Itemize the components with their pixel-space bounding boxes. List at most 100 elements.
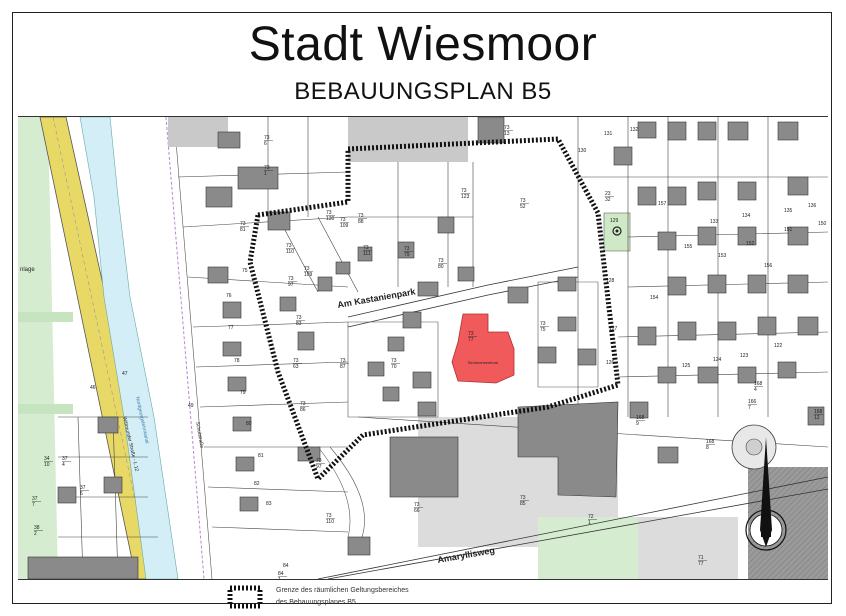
svg-text:49: 49 [188,403,194,409]
legend-line-1: Grenze des räumlichen Geltungsbereiches [276,587,409,594]
svg-text:126: 126 [606,360,615,366]
buildings [27,117,825,579]
svg-text:136: 136 [808,203,817,209]
canal [79,117,179,579]
svg-text:123: 123 [740,353,749,359]
svg-text:78: 78 [234,358,240,364]
legend-boundary-icon [227,585,263,609]
svg-text:129: 129 [610,218,619,224]
svg-text:135: 135 [784,208,793,214]
svg-text:157: 157 [658,201,667,207]
svg-text:79: 79 [240,390,246,396]
svg-text:134: 134 [742,213,751,219]
svg-text:152: 152 [746,241,755,247]
street-label-schulstrasse: Schulstraße [194,421,205,449]
svg-text:76: 76 [226,293,232,299]
green-strip [18,404,73,414]
svg-text:81: 81 [258,453,264,459]
svg-text:82: 82 [254,481,260,487]
map-subtitle: BEBAUUNGSPLAN B5 [294,78,552,105]
svg-text:150: 150 [818,221,827,227]
plan-boundary[interactable] [247,136,621,484]
svg-text:122: 122 [774,343,783,349]
seniorenzentrum-building[interactable] [451,313,515,384]
svg-text:127: 127 [609,326,618,332]
svg-text:75: 75 [242,268,248,274]
green-area-south [538,517,638,579]
svg-text:124: 124 [713,357,722,363]
map-svg: Seniorenzentrum Am Kastanienpark Amaryll… [18,117,828,579]
parcel-numbers: 75 76 77 78 79 80 81 82 83 84 46 47 49 1… [90,127,827,569]
svg-text:133: 133 [710,219,719,225]
svg-text:77: 77 [228,325,234,331]
svg-text:155: 155 [684,244,693,250]
svg-text:128: 128 [606,278,615,284]
svg-text:132: 132 [630,127,639,133]
building-label: Seniorenzentrum [468,360,499,365]
parcel-label: 841 [278,571,284,579]
green-area-west [18,117,58,579]
svg-text:131: 131 [604,131,613,137]
svg-text:46: 46 [90,385,96,391]
map-title: Stadt Wiesmoor [248,18,598,71]
svg-text:125: 125 [682,363,691,369]
north-arrow-icon: N [745,437,787,551]
svg-text:47: 47 [122,371,128,377]
svg-text:130: 130 [578,148,587,154]
svg-text:154: 154 [650,295,659,301]
legend-line-2: des Bebauungsplanes B5 [276,599,356,606]
legend-text: Grenze des räumlichen Geltungsbereiches … [276,585,409,609]
svg-text:80: 80 [246,421,252,427]
svg-text:156: 156 [764,263,773,269]
cadastral-map[interactable]: Seniorenzentrum Am Kastanienpark Amaryll… [18,116,828,580]
svg-text:153: 153 [718,253,727,259]
label-anlage: nlage [20,267,35,273]
svg-text:84: 84 [283,563,289,569]
svg-text:151: 151 [784,227,793,233]
green-strip [18,312,73,322]
plot-zone [348,117,468,162]
svg-text:N: N [760,521,773,541]
svg-text:83: 83 [266,501,272,507]
